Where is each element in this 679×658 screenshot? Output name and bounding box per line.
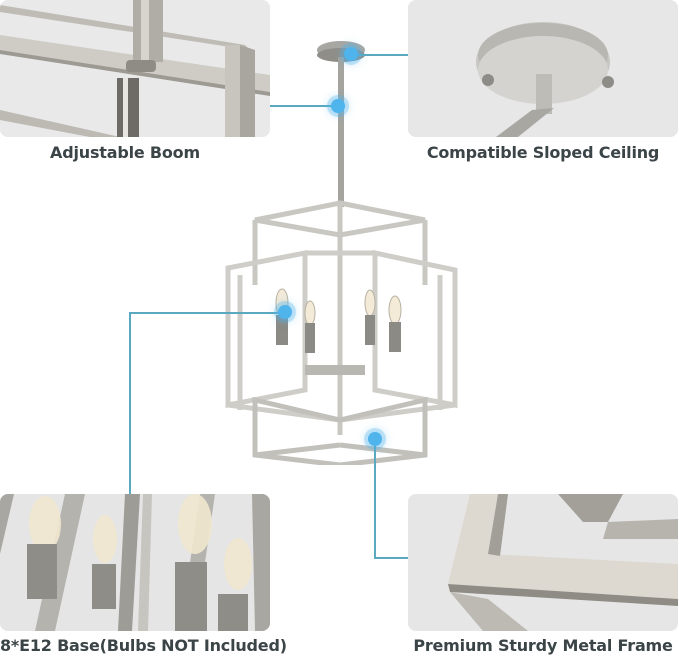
hotspot-frame[interactable]: [368, 432, 382, 446]
boom-closeup-illustration: [0, 0, 270, 137]
boom-detail-image: [0, 0, 270, 137]
caption-compatible-sloped-ceiling: Compatible Sloped Ceiling: [426, 143, 660, 162]
chandelier-product-image: [200, 35, 460, 465]
canopy-closeup-illustration: [408, 0, 678, 137]
bulbs-closeup-illustration: [0, 494, 270, 631]
connector-bulbs-h: [129, 312, 285, 314]
caption-bulb-base: 8*E12 Base(Bulbs NOT Included): [0, 636, 287, 655]
ceiling-detail-image: [408, 0, 678, 137]
frame-detail-image: [408, 494, 678, 631]
connector-frame-v: [374, 444, 376, 558]
hotspot-ceiling[interactable]: [344, 47, 358, 61]
caption-premium-metal-frame: Premium Sturdy Metal Frame: [413, 636, 673, 655]
frame-closeup-illustration: [408, 494, 678, 631]
bulbs-detail-image: [0, 494, 270, 631]
chandelier-illustration: [225, 41, 458, 465]
connector-frame-h: [374, 557, 408, 559]
caption-adjustable-boom: Adjustable Boom: [50, 143, 200, 162]
hotspot-boom[interactable]: [331, 99, 345, 113]
connector-ceiling: [358, 54, 408, 56]
connector-boom: [270, 105, 338, 107]
connector-bulbs-v: [129, 312, 131, 498]
hotspot-bulbs[interactable]: [278, 305, 292, 319]
